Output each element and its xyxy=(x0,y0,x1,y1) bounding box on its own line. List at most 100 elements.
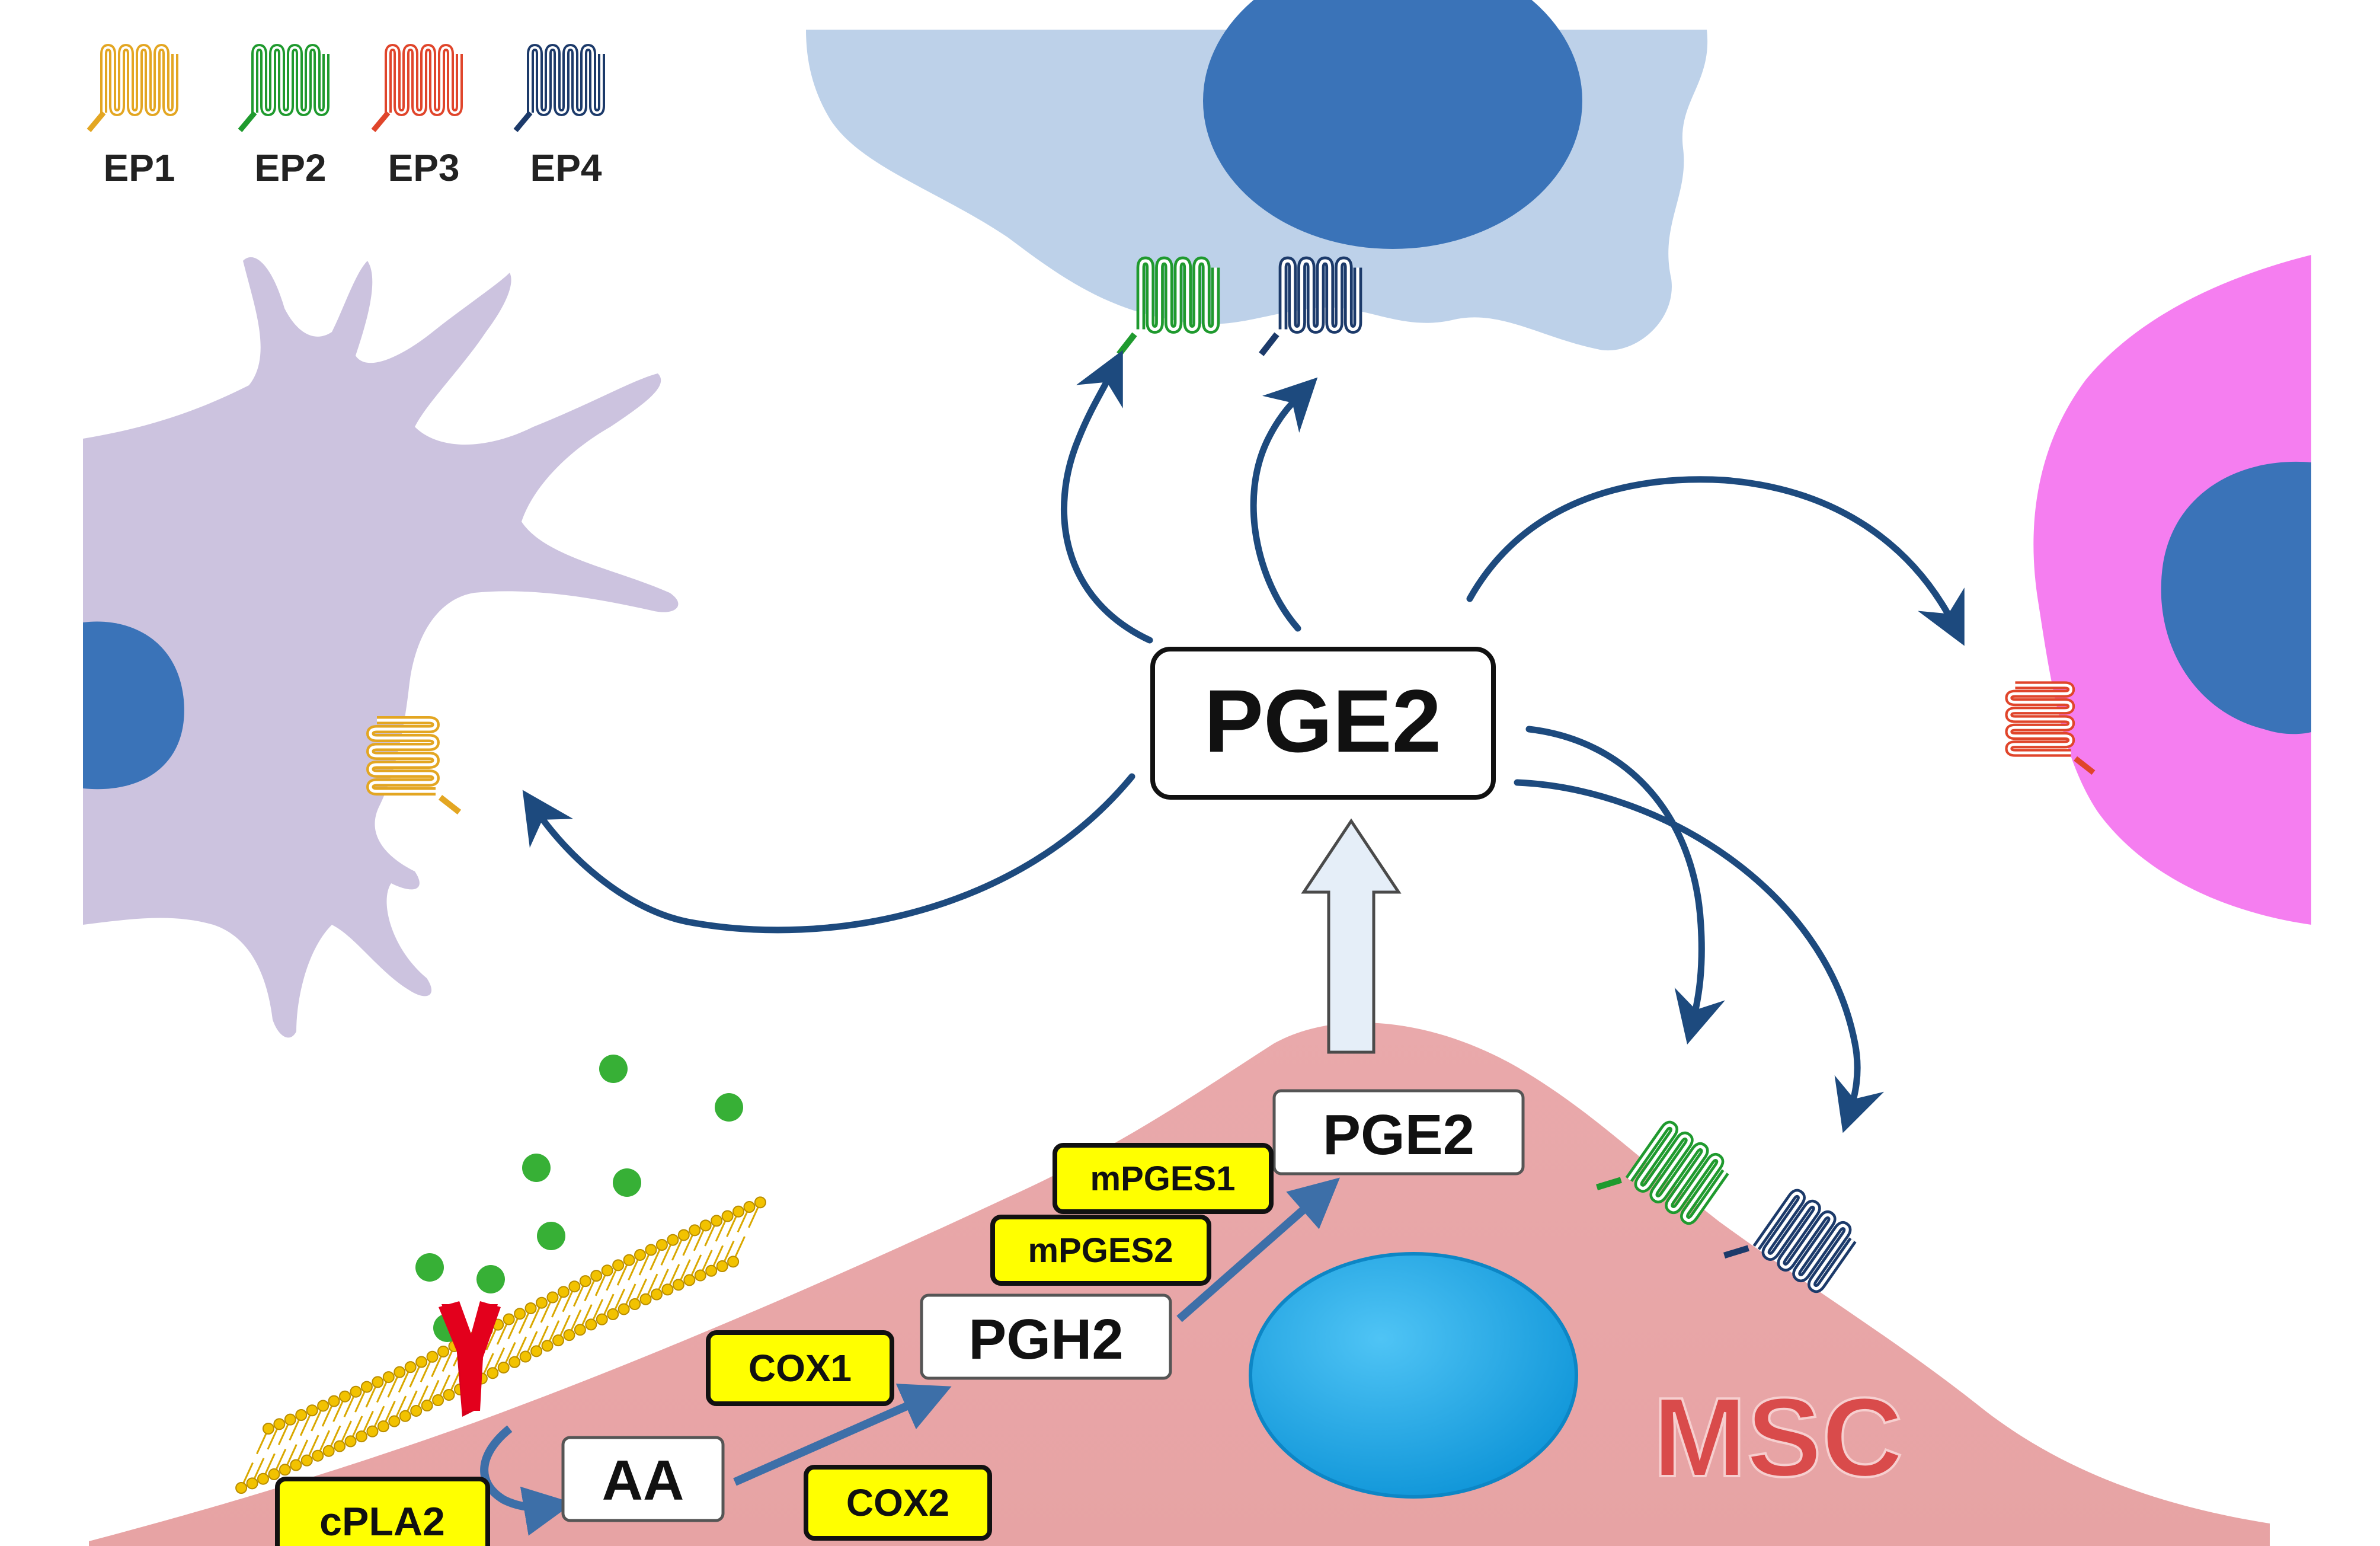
pathway-node-pge2: PGE2 xyxy=(1272,1089,1525,1176)
lipid-head xyxy=(699,1219,712,1232)
enzyme-cox1: COX1 xyxy=(706,1330,894,1406)
dendritic-cell-membrane xyxy=(83,257,679,1038)
pathway-node-aa: AA xyxy=(561,1436,725,1522)
lipid-head xyxy=(360,1381,373,1393)
lipid-head xyxy=(536,1296,548,1309)
lipid-head xyxy=(273,1418,286,1430)
lipid-head xyxy=(524,1302,537,1314)
cpla2-label: cPLA2 xyxy=(319,1499,445,1544)
lipid-head xyxy=(585,1318,597,1331)
lipid-head xyxy=(661,1283,674,1296)
pathway-node-pgh2: PGH2 xyxy=(920,1293,1172,1380)
particle xyxy=(599,1055,628,1083)
lipid-head xyxy=(372,1376,384,1388)
legend-ep3-label: EP3 xyxy=(388,146,460,189)
lipid-head xyxy=(650,1288,663,1301)
arrow-to-dendritic-cell xyxy=(522,773,1135,934)
lipid-head xyxy=(437,1345,450,1357)
lipid-head xyxy=(487,1367,499,1379)
particle xyxy=(613,1168,641,1197)
lipid-head xyxy=(344,1435,357,1448)
lipid-head xyxy=(705,1264,718,1277)
lipid-head xyxy=(262,1422,274,1435)
pink-cell xyxy=(2033,255,2311,925)
lipid-head xyxy=(612,1259,625,1272)
ep1-receptor-icon xyxy=(87,44,178,132)
lipid-head xyxy=(727,1256,740,1268)
lipid-head xyxy=(546,1291,559,1304)
ep-receptors xyxy=(366,256,2096,1293)
pink-cell-nucleus xyxy=(2161,461,2311,734)
lipid-head xyxy=(443,1388,455,1401)
legend-ep1: EP1 xyxy=(87,44,178,189)
lipid-head xyxy=(677,1229,690,1241)
lipid-head xyxy=(279,1464,291,1476)
mpges1-label: mPGES1 xyxy=(1090,1160,1236,1198)
enzyme-cox2: COX2 xyxy=(804,1465,992,1541)
lipid-head xyxy=(596,1313,608,1325)
arrow-cpla2-to-aa xyxy=(480,1425,574,1536)
arrow-aa-to-pgh2 xyxy=(733,1384,952,1486)
lipid-head xyxy=(394,1366,406,1378)
lipid-head xyxy=(557,1286,570,1298)
lipid-head xyxy=(339,1390,351,1403)
cox2-label: COX2 xyxy=(846,1481,949,1524)
lipid-head xyxy=(721,1210,734,1222)
lipid-head xyxy=(350,1385,362,1398)
lipid-head xyxy=(672,1279,684,1291)
lipid-head xyxy=(328,1395,340,1407)
lipid-head xyxy=(312,1449,324,1462)
lipid-head xyxy=(645,1244,657,1256)
lipid-head xyxy=(382,1371,395,1384)
lipid-head xyxy=(716,1260,728,1273)
lipid-head xyxy=(268,1468,280,1481)
arrow-to-top-cell-ep4 xyxy=(1250,377,1318,632)
lipid-head xyxy=(334,1440,346,1452)
lipid-head xyxy=(574,1324,586,1336)
legend-ep4-label: EP4 xyxy=(530,146,602,189)
lipid-head xyxy=(694,1269,706,1282)
arrow-to-msc-ep4 xyxy=(1514,779,1885,1133)
dendritic-cell-nucleus xyxy=(83,621,184,790)
lipid-head xyxy=(623,1254,635,1266)
ep2-receptor-msc xyxy=(1596,1120,1729,1225)
lipid-head xyxy=(607,1308,619,1320)
lipid-head xyxy=(377,1420,389,1433)
mpges2-label: mPGES2 xyxy=(1028,1231,1173,1270)
top-immune-cell xyxy=(806,0,1708,351)
particle xyxy=(715,1093,743,1122)
lipid-head xyxy=(639,1293,652,1305)
lipid-head xyxy=(743,1201,756,1213)
enzyme-mpges1: mPGES1 xyxy=(1053,1143,1274,1214)
pge2-msc-label: PGE2 xyxy=(1323,1103,1474,1167)
particle xyxy=(522,1154,551,1182)
top-cell-nucleus xyxy=(1203,0,1582,249)
legend-ep3: EP3 xyxy=(371,44,463,189)
arrow-to-top-cell-ep2 xyxy=(1060,350,1153,644)
enzyme-cpla2: cPLA2 xyxy=(275,1477,490,1546)
lipid-head xyxy=(366,1425,379,1438)
legend-ep2: EP2 xyxy=(238,44,330,189)
lipid-head xyxy=(689,1224,701,1237)
dendritic-cell xyxy=(83,257,679,1038)
signaling-arrows xyxy=(522,350,1965,1133)
msc-nucleus xyxy=(1249,1252,1578,1499)
particle xyxy=(476,1265,505,1293)
pge2-central-node: PGE2 xyxy=(1150,647,1496,800)
lipid-head xyxy=(711,1215,723,1227)
lipid-head xyxy=(590,1270,603,1282)
ep3-receptor-pink-cell xyxy=(2005,681,2096,775)
arrow-to-pink-cell xyxy=(1466,476,1965,646)
legend-ep4: EP4 xyxy=(513,44,605,189)
lipid-head xyxy=(618,1303,630,1315)
lipid-head xyxy=(655,1239,668,1251)
lipid-head xyxy=(508,1356,521,1368)
aa-label: AA xyxy=(602,1449,684,1512)
cox1-label: COX1 xyxy=(748,1347,852,1390)
lipid-head xyxy=(683,1274,696,1286)
lipid-head xyxy=(667,1234,679,1246)
lipid-head xyxy=(732,1205,745,1218)
pge2-central-label: PGE2 xyxy=(1204,671,1441,771)
lipid-head xyxy=(426,1350,439,1363)
